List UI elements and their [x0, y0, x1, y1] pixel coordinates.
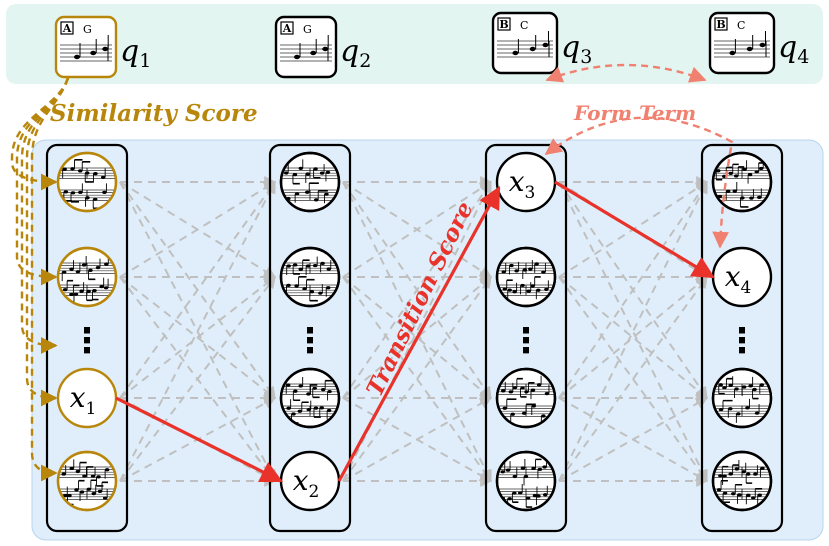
candidate-node [279, 367, 341, 429]
query-label: q1 [120, 34, 151, 72]
section-letter: A [282, 22, 292, 35]
ellipsis-icon: ⋮ [293, 321, 327, 361]
lattice-edge [342, 397, 493, 482]
query-label: q3 [561, 30, 592, 68]
lattice-edge [558, 397, 709, 482]
query-label: q2 [340, 34, 371, 72]
selected-node-label: x3 [509, 165, 536, 203]
selected-node-label: x4 [725, 260, 752, 298]
sheet-music-thumbnail [281, 377, 339, 424]
lattice-edge [119, 276, 276, 482]
selected-node-4: x4 [711, 246, 773, 308]
lattice-edge [558, 276, 708, 399]
chord-label: C [520, 19, 528, 32]
selected-node-label: x1 [70, 381, 97, 419]
selected-node-1: x1 [56, 367, 118, 429]
candidate-node [56, 246, 118, 308]
candidate-node [495, 450, 557, 512]
selected-node-label: x2 [293, 464, 320, 502]
section-letter-box [280, 21, 294, 35]
sheet-music-thumbnail [497, 375, 555, 425]
similarity-score-label: Similarity Score [50, 100, 258, 127]
section-letter: B [716, 18, 725, 31]
lattice-edge [119, 276, 276, 399]
lattice-edge [119, 181, 276, 399]
candidate-node [495, 367, 557, 429]
candidate-node [279, 246, 341, 308]
section-letter-box [714, 17, 728, 31]
sheet-music-thumbnail [58, 459, 116, 506]
query-label: q4 [778, 30, 809, 68]
lattice-edge [342, 181, 492, 399]
candidate-node [279, 151, 341, 213]
sheet-music-thumbnail [497, 260, 555, 300]
transition-path-segment [115, 396, 284, 483]
candidate-node [495, 246, 557, 308]
section-letter: B [499, 18, 508, 31]
lattice-edge [558, 276, 708, 399]
selected-node-2: x2 [279, 450, 341, 512]
candidate-nodes: ⋮ x1 ⋮ x2 x3 ⋮ x4 ⋮ [56, 151, 773, 512]
chord-label: G [83, 23, 92, 36]
candidate-node [56, 151, 118, 213]
section-letter-box [497, 17, 511, 31]
candidate-node [56, 450, 118, 512]
lattice-edge [342, 276, 492, 399]
lattice-edge [342, 276, 492, 482]
lattice-edge [342, 181, 493, 278]
similarity-score-arrow [30, 77, 70, 482]
selected-node-3: x3 [495, 151, 557, 213]
ellipsis-icon: ⋮ [70, 321, 104, 361]
lattice-edge [558, 276, 708, 482]
ellipsis-icon: ⋮ [725, 321, 759, 361]
transition-path-segment [554, 180, 715, 279]
section-letter: A [62, 22, 72, 35]
chord-label: C [737, 19, 745, 32]
ellipsis-icon: ⋮ [509, 321, 543, 361]
form-term-label: Form Term [573, 101, 696, 125]
lattice-edge [558, 181, 708, 399]
sheet-music-thumbnail [281, 256, 339, 302]
candidate-column-4 [700, 143, 784, 533]
candidate-column-2 [268, 143, 352, 533]
score-paths [10, 63, 734, 483]
lattice-edge [119, 180, 276, 482]
lattice-edge [342, 276, 492, 399]
lattice-edge [119, 181, 277, 278]
sheet-music-thumbnail [58, 255, 116, 304]
chord-label: G [303, 23, 312, 36]
section-letter-box [60, 21, 74, 35]
candidate-column-3 [484, 143, 568, 533]
form-term-arrow-queries [545, 63, 707, 83]
form-term-arrow-nodes [544, 116, 734, 249]
candidate-node [711, 367, 773, 429]
candidate-node [711, 450, 773, 512]
sheet-music-thumbnail [713, 376, 771, 423]
sheet-music-thumbnail [281, 159, 339, 209]
sheet-music-thumbnail [58, 158, 116, 210]
transition-path-segment [337, 186, 501, 482]
